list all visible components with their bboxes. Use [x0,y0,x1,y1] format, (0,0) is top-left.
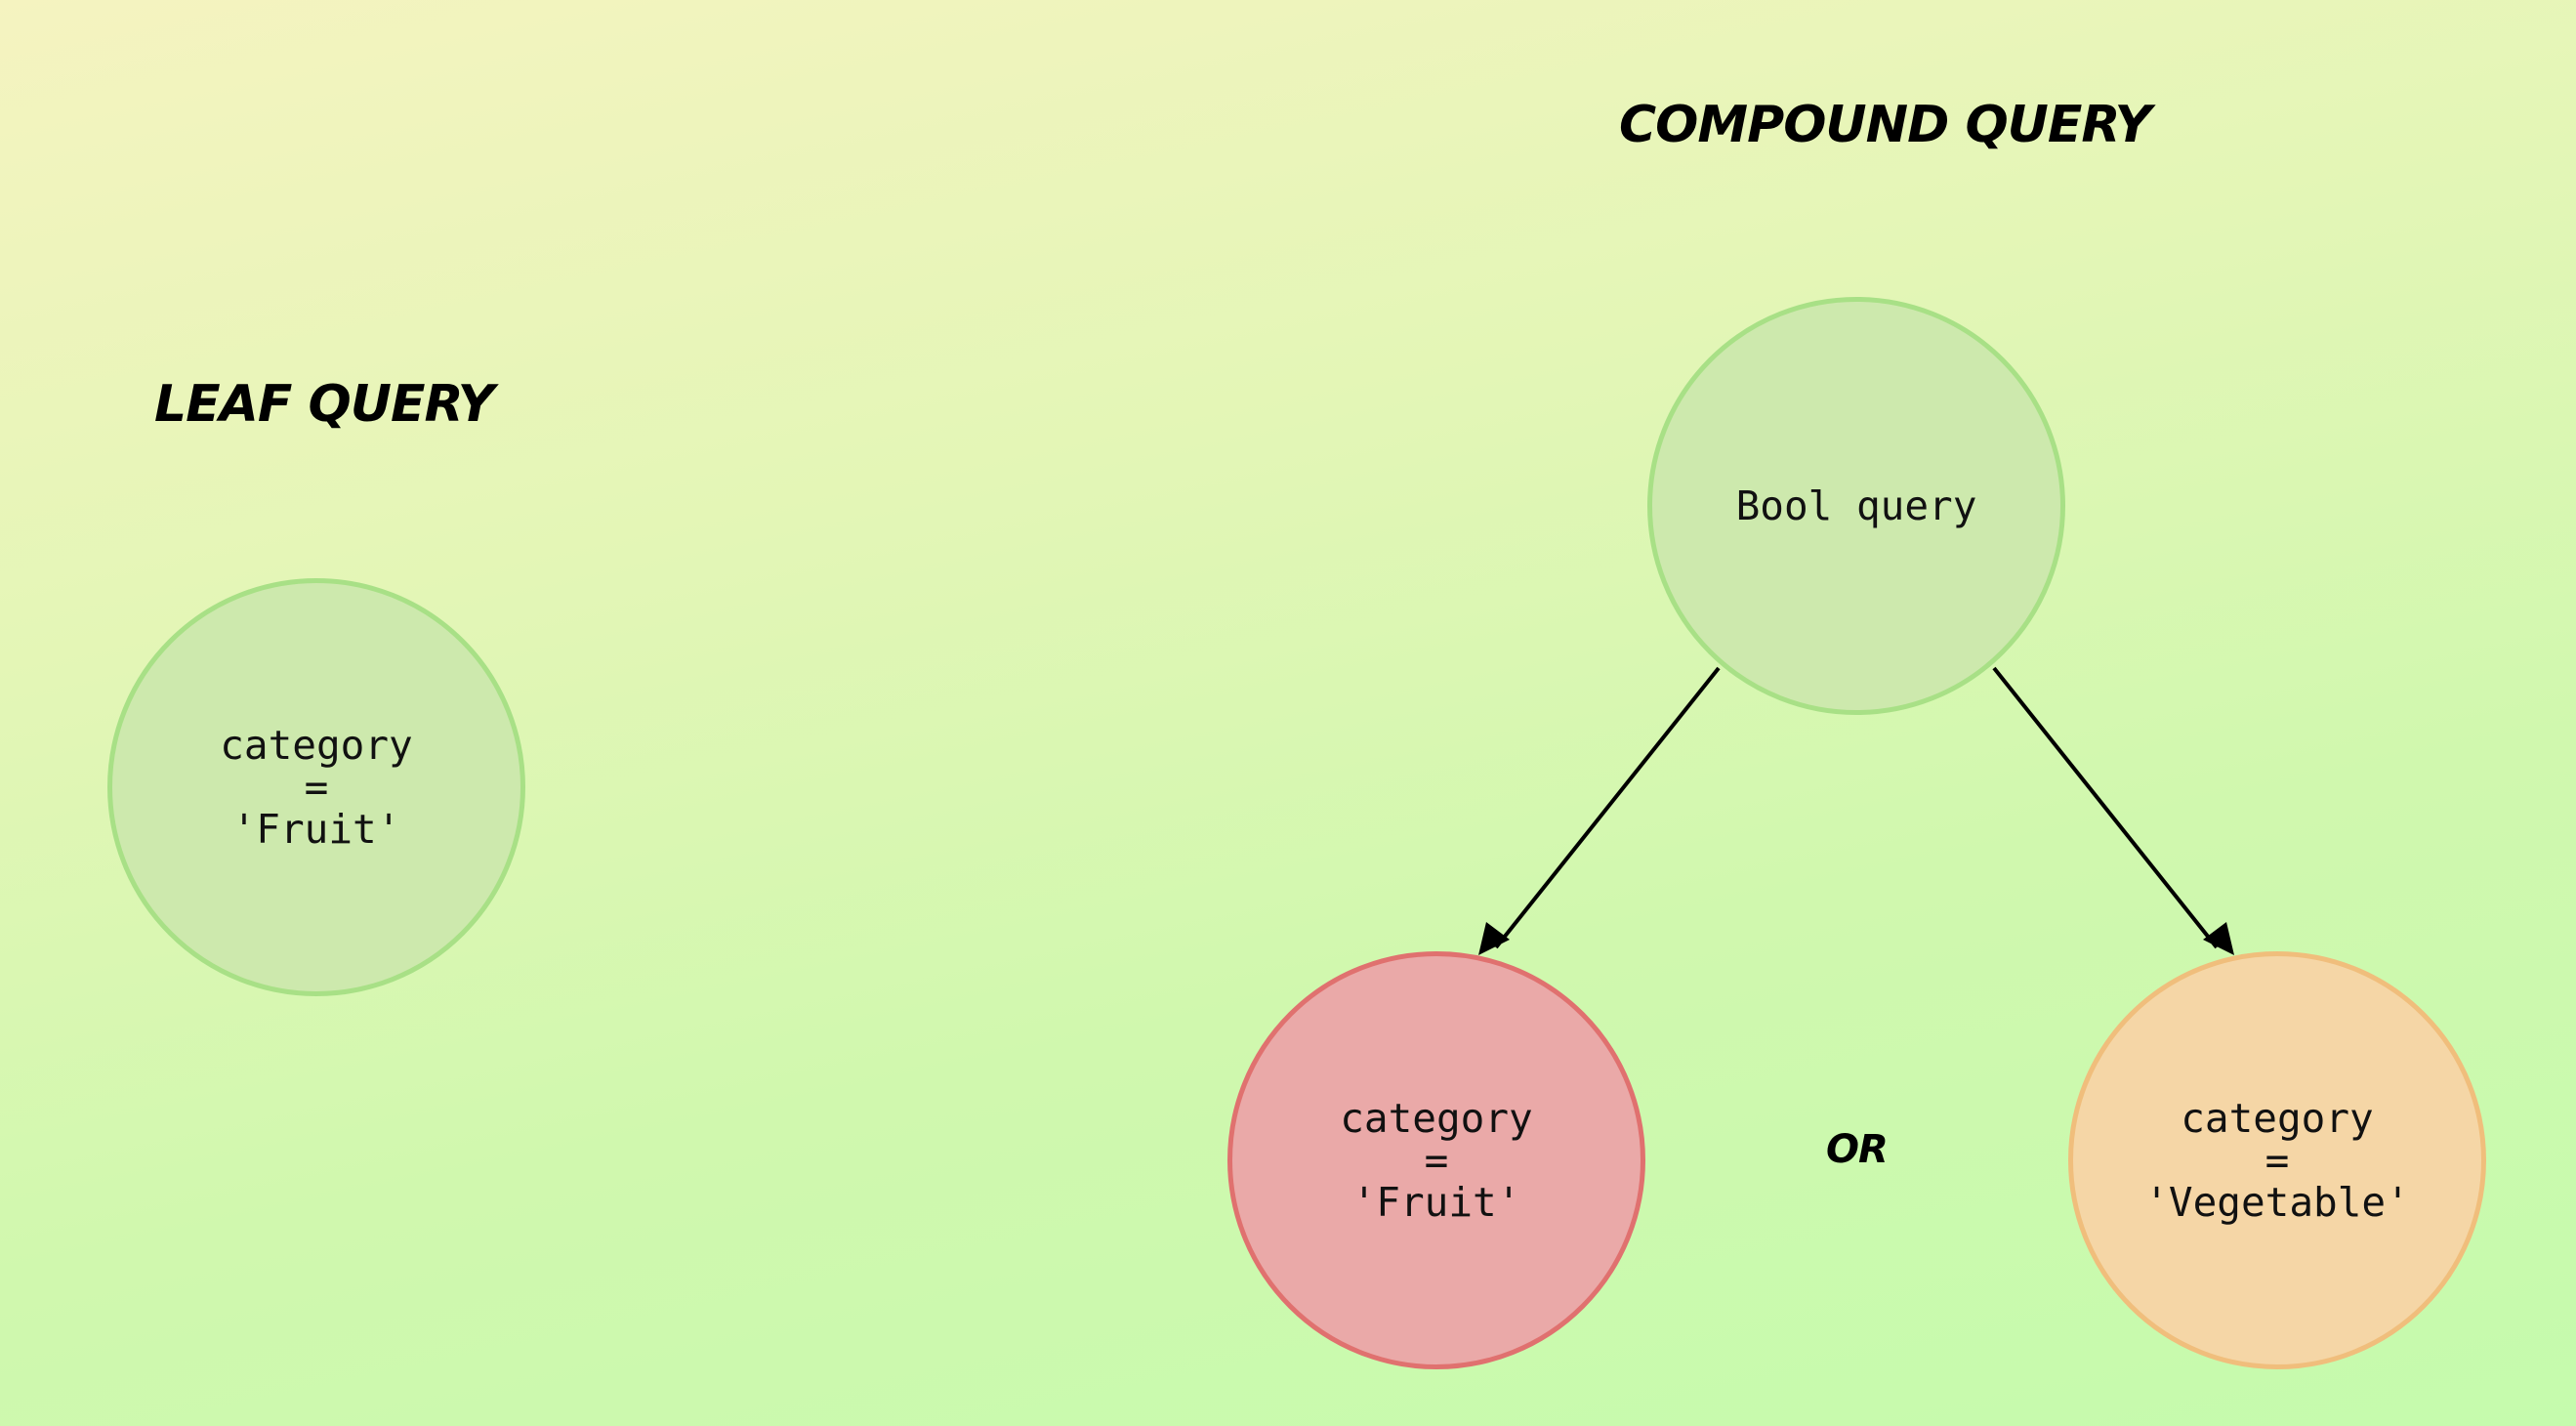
bool-query-node: Bool query [1647,297,2065,715]
leaf-query-node: category = 'Fruit' [107,578,525,996]
node-value: 'Fruit' [1351,1178,1521,1226]
node-operator: = [304,763,329,811]
node-field: category [1340,1094,1533,1142]
node-value: 'Vegetable' [2144,1178,2410,1226]
node-field: category [220,721,413,769]
compound-query-heading: COMPOUND QUERY [1619,96,2151,154]
leaf-query-heading: LEAF QUERY [154,375,494,434]
vegetable-condition-node: category = 'Vegetable' [2068,951,2486,1369]
node-operator: = [2264,1136,2290,1184]
node-field: category [2181,1094,2374,1142]
edge-bool-to-vegetable [1992,666,2234,955]
fruit-condition-node: category = 'Fruit' [1227,951,1645,1369]
node-value: 'Fruit' [231,805,401,853]
node-label: Bool query [1735,482,1977,529]
edge-bool-to-fruit [1478,666,1721,955]
or-operator-label: OR [1826,1127,1889,1172]
node-operator: = [1424,1136,1449,1184]
